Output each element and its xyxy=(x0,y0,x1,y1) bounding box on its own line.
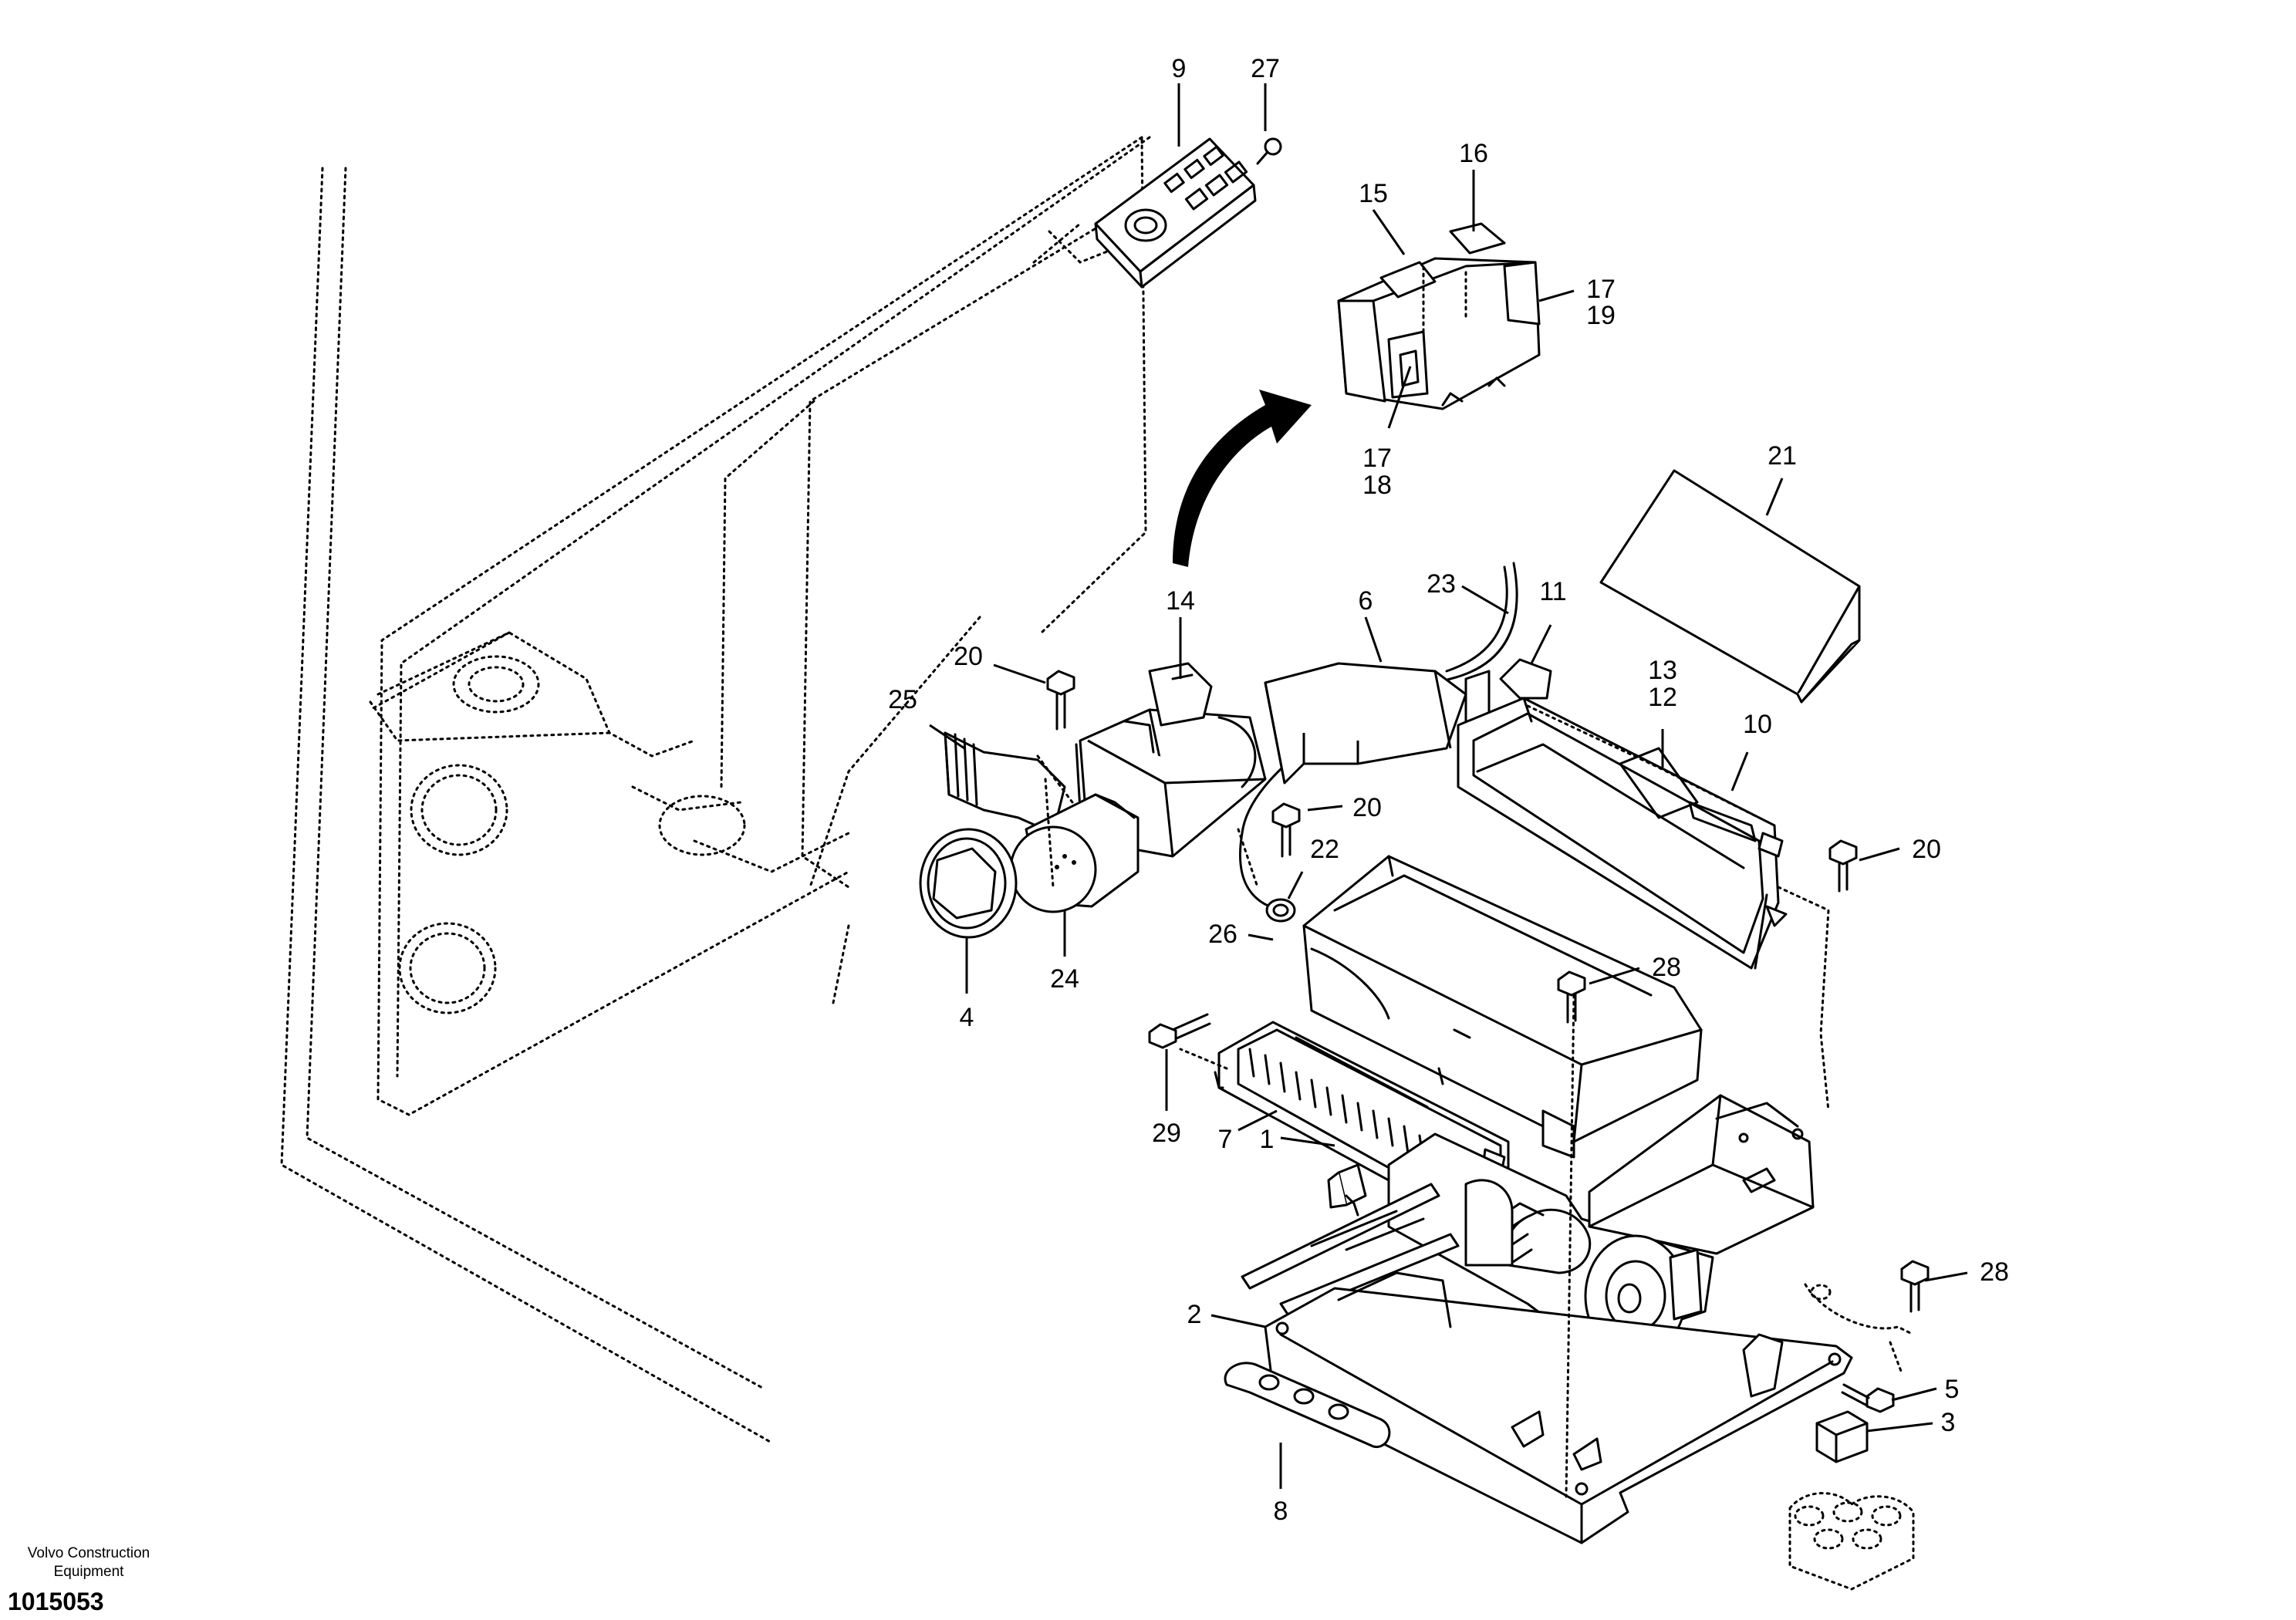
screw-5 xyxy=(1841,1383,1895,1413)
air-duct xyxy=(1264,662,1491,785)
sensor-switch xyxy=(1327,1163,1367,1217)
callout-10: 10 xyxy=(1743,710,1772,739)
filter-pad xyxy=(1599,469,1861,704)
screw-27 xyxy=(1256,137,1282,165)
callout-23: 23 xyxy=(1427,569,1456,599)
bolt-29 xyxy=(1148,1013,1211,1049)
callout-4: 4 xyxy=(960,1003,974,1032)
drain-grommet xyxy=(1224,1362,1391,1448)
control-panel xyxy=(1094,137,1257,289)
callout-17-bottom: 17 xyxy=(1362,444,1392,473)
assembly-hints xyxy=(1032,222,1915,1375)
grommet xyxy=(1265,898,1296,923)
callout-25: 25 xyxy=(888,685,917,714)
callout-22: 22 xyxy=(1310,835,1339,864)
callout-17-right: 17 xyxy=(1586,275,1616,304)
callout-11: 11 xyxy=(1539,577,1566,606)
bolt-20-mid xyxy=(1271,802,1301,858)
callout-20-right: 20 xyxy=(1912,835,1941,864)
bolt-20-top xyxy=(1046,670,1075,731)
callout-29: 29 xyxy=(1152,1119,1181,1148)
callout-20-top: 20 xyxy=(954,642,983,671)
bolt-20-right xyxy=(1828,839,1858,893)
transfer-arrow xyxy=(1173,390,1312,567)
callout-16: 16 xyxy=(1459,139,1488,168)
callout-15: 15 xyxy=(1359,179,1388,208)
callout-7: 7 xyxy=(1218,1125,1233,1154)
callout-12: 12 xyxy=(1648,683,1677,712)
round-filter xyxy=(1009,793,1140,913)
callout-28-top: 28 xyxy=(1652,953,1681,982)
bolt-28-top xyxy=(1557,970,1586,1024)
callout-26: 26 xyxy=(1208,920,1237,949)
callout-19: 19 xyxy=(1586,301,1616,330)
blower-housing xyxy=(1387,1094,1815,1358)
callout-27: 27 xyxy=(1251,54,1280,83)
callout-2: 2 xyxy=(1187,1300,1202,1329)
distribution-box xyxy=(1337,222,1541,410)
callout-9: 9 xyxy=(1172,54,1187,83)
callout-6: 6 xyxy=(1359,586,1373,616)
bolt-28-right xyxy=(1900,1260,1930,1313)
callout-labels: 9 27 16 15 17 19 17 18 21 14 6 23 11 13 … xyxy=(888,54,2009,1526)
callout-24: 24 xyxy=(1050,964,1079,994)
relay xyxy=(1788,1410,1915,1591)
callout-28-right: 28 xyxy=(1980,1257,2009,1287)
leader-lines xyxy=(929,83,1968,1489)
heater-case xyxy=(1302,855,1703,1159)
callout-3: 3 xyxy=(1941,1408,1956,1437)
callout-14: 14 xyxy=(1166,586,1195,616)
callout-21: 21 xyxy=(1768,441,1797,471)
flange-ring xyxy=(919,828,1018,939)
callout-18: 18 xyxy=(1362,471,1392,500)
callout-5: 5 xyxy=(1945,1375,1960,1404)
callout-1: 1 xyxy=(1260,1125,1275,1154)
brand-text: Volvo Construction Equipment xyxy=(27,1545,150,1580)
brand-label: Volvo Construction Equipment xyxy=(8,1544,170,1581)
filter-housing xyxy=(1457,697,1830,1112)
clip-11 xyxy=(1499,658,1552,700)
drawing-number: 1015053 xyxy=(8,1588,104,1615)
callout-8: 8 xyxy=(1274,1497,1288,1526)
callout-20-mid: 20 xyxy=(1352,793,1382,822)
callout-13: 13 xyxy=(1648,656,1677,685)
base-tray xyxy=(1264,994,1853,1544)
